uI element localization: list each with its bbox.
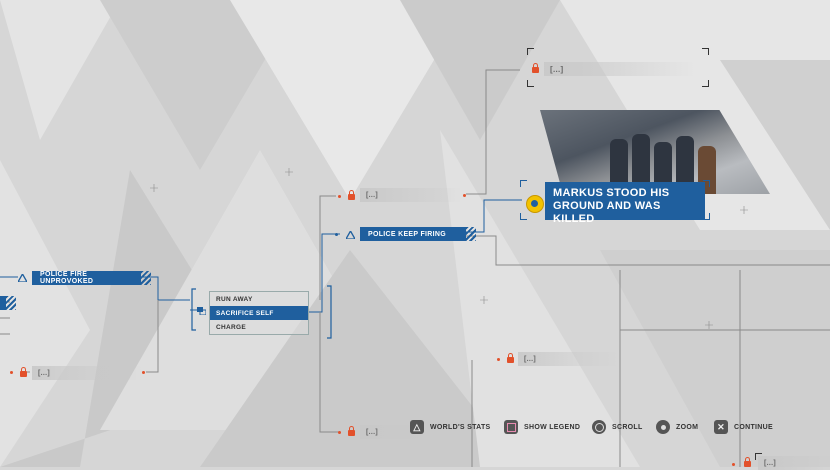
frame-corner [527, 80, 534, 87]
choice-list: RUN AWAY SACRIFICE SELF CHARGE [209, 291, 309, 335]
lock-icon [532, 63, 539, 73]
footer-label: ZOOM [676, 423, 699, 431]
node-police-keep-firing[interactable]: POLICE KEEP FIRING [360, 227, 476, 241]
footer-label: SCROLL [612, 423, 643, 431]
frame-corner [703, 180, 710, 187]
footer-label: SHOW LEGEND [524, 423, 581, 431]
footer-show-legend[interactable]: SHOW LEGEND [504, 418, 580, 436]
frame-corner [702, 48, 709, 55]
lock-icon [507, 353, 514, 363]
frame-corner [702, 80, 709, 87]
node-locked-left[interactable]: [...] [32, 366, 144, 380]
lock-icon [20, 367, 27, 377]
left-stick-icon [592, 420, 606, 434]
choice-icon [197, 307, 206, 315]
node-locked-far[interactable]: [...] [758, 456, 830, 470]
frame-corner [703, 213, 710, 220]
right-stick-icon [656, 420, 670, 434]
connector-dot [10, 371, 13, 374]
connector-dot [732, 463, 735, 466]
choice-run-away[interactable]: RUN AWAY [216, 295, 253, 303]
choice-charge[interactable]: CHARGE [216, 323, 246, 331]
frame-corner [520, 180, 527, 187]
frame-corner [527, 48, 534, 55]
footer-label: CONTINUE [734, 423, 773, 431]
frame-corner [520, 213, 527, 220]
lock-icon [348, 190, 355, 200]
lock-icon [744, 457, 751, 467]
square-button-icon [504, 420, 518, 434]
outcome-markus-stood-ground[interactable]: MARKUS STOOD HIS GROUND AND WAS KILLED [545, 182, 705, 225]
triangle-button-icon [346, 231, 355, 239]
triangle-button-icon: △ [410, 420, 424, 434]
node-police-fire-unprovoked[interactable]: Police Fire Unprovoked [32, 271, 151, 285]
connector-dot [142, 371, 145, 374]
connector-dot [335, 233, 338, 236]
markus-portrait-icon [526, 195, 544, 213]
connector-dot [338, 195, 341, 198]
footer-zoom[interactable]: ZOOM [656, 418, 698, 436]
frame-corner [755, 453, 762, 460]
triangle-button-icon [18, 274, 27, 282]
offscreen-left-node[interactable] [0, 296, 16, 310]
cross-button-icon: ✕ [714, 420, 728, 434]
node-locked-mid[interactable]: [...] [518, 352, 620, 366]
node-locked-upper[interactable]: [...] [360, 188, 462, 202]
connector-dot [497, 358, 500, 361]
connector-dot [463, 194, 466, 197]
footer-label: WORLD'S STATS [430, 423, 491, 431]
connector-dot [338, 431, 341, 434]
node-locked-top[interactable]: [...] [544, 62, 696, 76]
footer-worlds-stats[interactable]: △ WORLD'S STATS [410, 418, 491, 436]
footer-scroll[interactable]: SCROLL [592, 418, 643, 436]
footer-continue[interactable]: ✕ CONTINUE [714, 418, 773, 436]
lock-icon [348, 426, 355, 436]
choice-sacrifice-self[interactable]: SACRIFICE SELF [210, 306, 308, 320]
